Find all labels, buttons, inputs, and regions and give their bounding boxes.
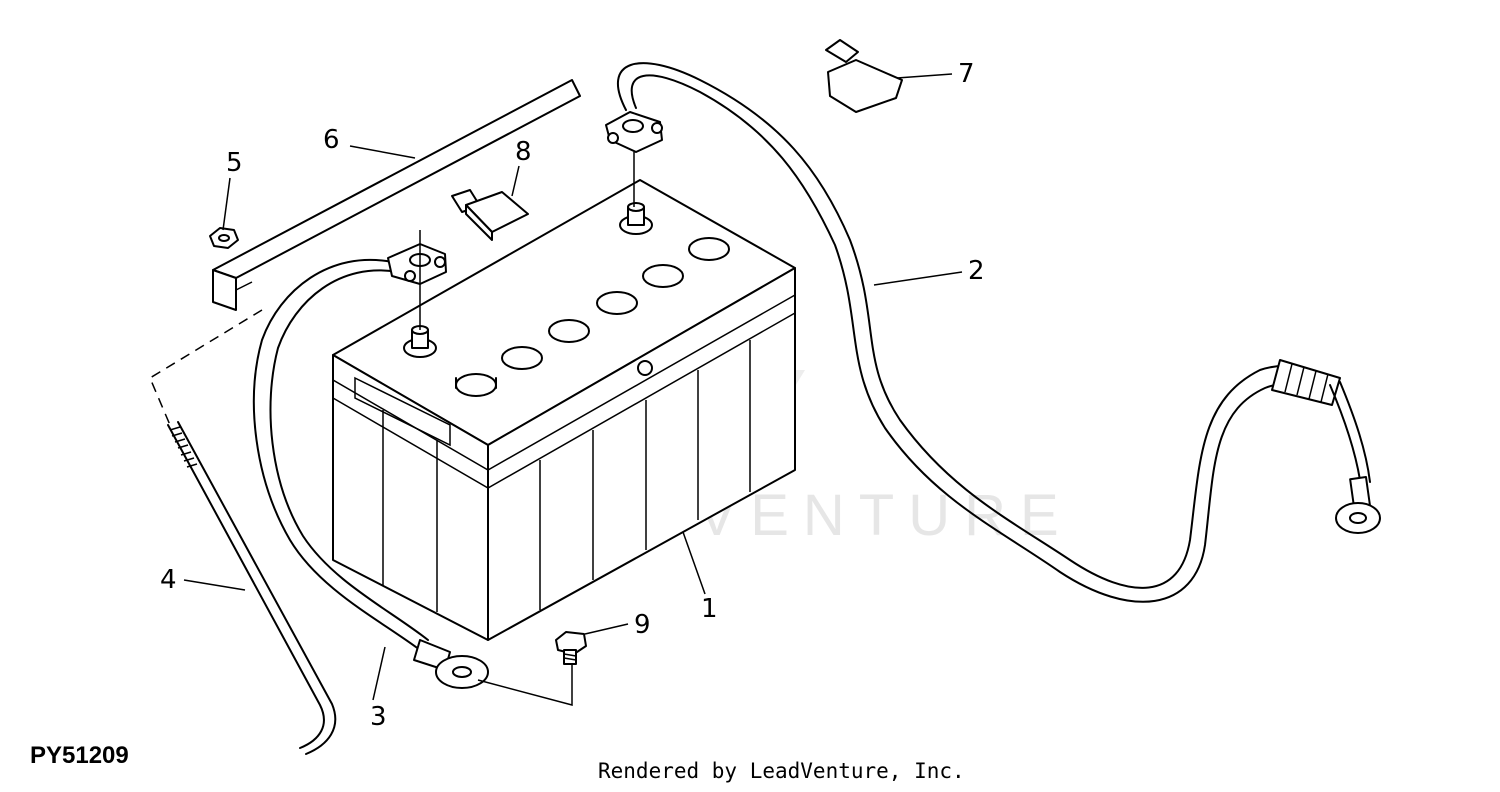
bolt[interactable] — [477, 631, 587, 706]
terminal-cap[interactable] — [451, 189, 529, 241]
callout-8: 8 — [515, 137, 532, 167]
battery-terminals — [403, 202, 653, 358]
nut[interactable] — [209, 227, 239, 249]
callout-6: 6 — [323, 125, 340, 155]
callout-4: 4 — [160, 565, 177, 595]
callout-9: 9 — [634, 610, 651, 640]
battery[interactable] — [332, 152, 796, 641]
callout-2: 2 — [968, 256, 985, 286]
leader-lines — [183, 73, 963, 701]
callout-7: 7 — [958, 59, 975, 89]
terminal-cover[interactable] — [825, 39, 903, 113]
battery-vent-caps — [455, 237, 730, 397]
callout-3: 3 — [370, 702, 387, 732]
positive-cable[interactable] — [605, 62, 1381, 603]
render-credit: Rendered by LeadVenture, Inc. — [598, 759, 965, 783]
figure-id: PY51209 — [30, 742, 129, 769]
hold-down-bracket[interactable] — [212, 79, 581, 311]
hold-down-rod[interactable] — [149, 309, 337, 755]
callout-5: 5 — [226, 148, 243, 178]
callout-labels: 1 2 3 4 5 6 7 8 9 — [160, 59, 985, 732]
callout-1: 1 — [701, 594, 718, 624]
